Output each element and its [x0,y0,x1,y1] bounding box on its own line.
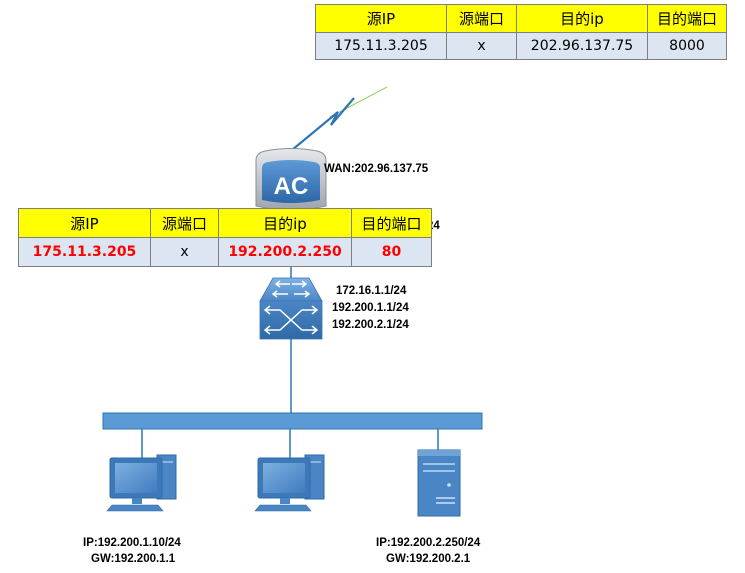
switch-interface-3: 192.200.2.1/24 [332,319,409,331]
cell-dst-port: 8000 [647,32,727,60]
header-src-port: 源端口 [150,208,219,238]
cell-dst-ip: 192.200.2.250 [218,237,352,267]
cell-src-port: x [446,32,517,60]
header-src-ip: 源IP [315,4,447,33]
table-row: 175.11.3.205 x 192.200.2.250 80 [18,237,432,267]
server-ip: IP:192.200.2.250/24 [376,537,481,549]
nat-table-private: 源IP 源端口 目的ip 目的端口 175.11.3.205 x 192.200… [18,208,432,267]
wan-label: WAN:202.96.137.75 [324,163,429,175]
header-src-port: 源端口 [446,4,517,33]
ac-controller-icon: AC [255,148,327,211]
pc1-ip: IP:192.200.1.10/24 [83,537,181,549]
cell-dst-ip: 202.96.137.75 [516,32,648,60]
lan-bus [102,412,483,430]
table-header-row: 源IP 源端口 目的ip 目的端口 [315,4,727,33]
header-src-ip: 源IP [18,208,151,238]
header-dst-ip: 目的ip [516,4,648,33]
wan-link-icon [291,86,388,151]
table-row: 175.11.3.205 x 202.96.137.75 8000 [315,32,727,60]
table-header-row: 源IP 源端口 目的ip 目的端口 [18,208,432,238]
header-dst-port: 目的端口 [647,4,727,33]
switch-interface-2: 192.200.1.1/24 [332,302,409,314]
cell-src-ip: 175.11.3.205 [18,237,151,267]
ac-label: AC [274,173,309,200]
server-gw: GW:192.200.2.1 [386,553,471,565]
header-dst-ip: 目的ip [218,208,352,238]
cell-dst-port: 80 [351,237,432,267]
header-dst-port: 目的端口 [351,208,432,238]
layer3-switch-icon [259,277,323,340]
switch-interface-1: 172.16.1.1/24 [336,285,407,297]
pc2-icon [254,454,325,512]
cell-src-port: x [150,237,219,267]
pc1-gw: GW:192.200.1.1 [91,553,176,565]
cell-src-ip: 175.11.3.205 [315,32,447,60]
server-icon [417,449,461,517]
nat-table-public: 源IP 源端口 目的ip 目的端口 175.11.3.205 x 202.96.… [315,4,727,60]
pc1-icon [106,454,177,512]
